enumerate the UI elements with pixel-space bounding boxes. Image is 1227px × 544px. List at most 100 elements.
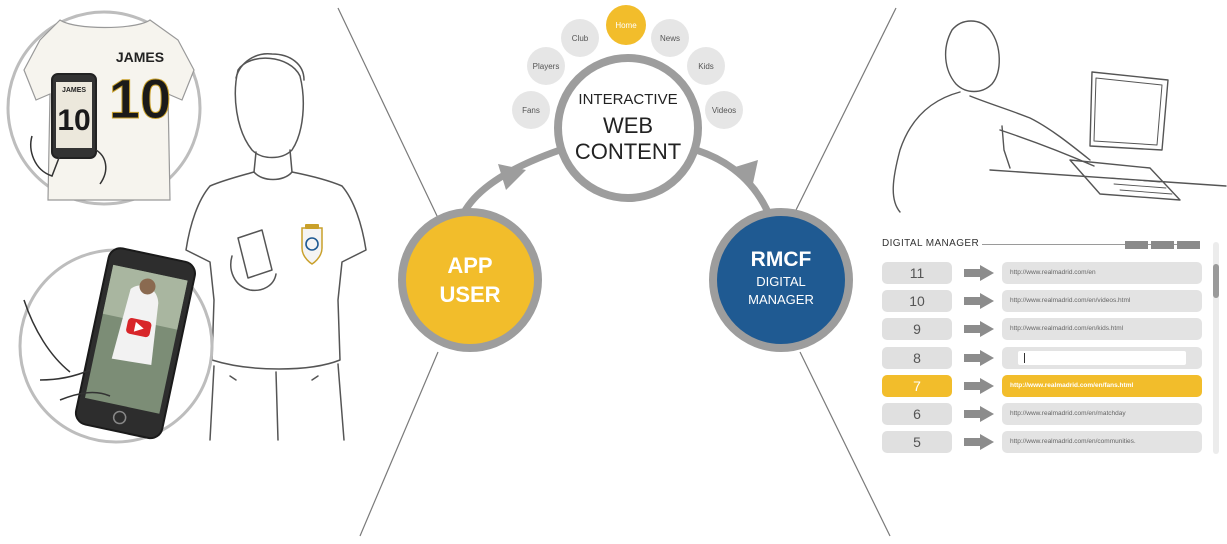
dm-row[interactable]: 10 http://www.realmadrid.com/en/videos.h… xyxy=(882,290,1204,313)
hub-title-line3: CONTENT xyxy=(575,139,681,164)
dm-row[interactable]: 6 http://www.realmadrid.com/en/matchday xyxy=(882,402,1204,425)
fan-hair xyxy=(235,53,305,81)
nav-bubble-label: Videos xyxy=(712,106,736,115)
divider-right-upper xyxy=(795,7,897,211)
nav-bubble-label: Fans xyxy=(522,106,540,115)
jersey-number: 10 xyxy=(109,67,171,130)
fan-head xyxy=(234,57,305,159)
phone-screen xyxy=(56,82,92,148)
nav-bubble-club[interactable]: Club xyxy=(561,19,599,57)
app-user-circle xyxy=(398,208,542,352)
phone-jersey-name: JAMES xyxy=(62,87,86,94)
dm-row-number: 9 xyxy=(882,318,952,341)
window-control-minimize[interactable] xyxy=(1125,241,1148,249)
nav-bubble-kids[interactable]: Kids xyxy=(687,47,725,85)
desk-edge xyxy=(989,169,1227,187)
dm-row-number: 7 xyxy=(882,374,952,397)
dm-scrollbar-thumb[interactable] xyxy=(1213,264,1219,298)
dm-row-url[interactable]: http://www.realmadrid.com/en/kids.html xyxy=(1002,318,1202,341)
forward-arrow-icon xyxy=(964,293,996,310)
rmcf-node: RMCF DIGITAL MANAGER xyxy=(709,208,853,352)
phone-jersey-number: 10 xyxy=(57,104,90,137)
dm-row-number: 10 xyxy=(882,290,952,313)
rmcf-line2: DIGITAL xyxy=(756,274,806,289)
window-control-maximize[interactable] xyxy=(1151,241,1174,249)
text-caret xyxy=(1024,352,1025,363)
dm-row-url[interactable]: http://www.realmadrid.com/en/matchday xyxy=(1002,402,1202,425)
forward-arrow-icon xyxy=(964,265,996,281)
dm-row-url-input-wrapper xyxy=(1002,346,1202,369)
rmcf-line3: MANAGER xyxy=(748,292,814,307)
dm-row-number: 8 xyxy=(882,346,952,369)
dm-url-input[interactable] xyxy=(1018,350,1186,365)
dm-row-number: 6 xyxy=(882,402,952,425)
nav-bubble-label: News xyxy=(660,34,680,43)
dm-row[interactable]: 11 http://www.realmadrid.com/en xyxy=(882,262,1204,284)
dm-row[interactable]: 9 http://www.realmadrid.com/en/kids.html xyxy=(882,318,1204,341)
window-control-close[interactable] xyxy=(1177,241,1200,249)
digital-manager-panel: DIGITAL MANAGER 11 http://www.realmadrid… xyxy=(880,232,1220,462)
dm-row-number: 11 xyxy=(882,262,952,284)
rmcf-line1: RMCF xyxy=(751,248,812,271)
dm-row-url[interactable]: http://www.realmadrid.com/en/fans.html xyxy=(1002,374,1202,397)
app-user-line1: APP xyxy=(447,253,492,278)
manager-head xyxy=(945,20,1000,93)
dm-row-number: 5 xyxy=(882,431,952,454)
nav-bubble-home[interactable]: Home xyxy=(606,5,646,45)
forward-arrow-icon xyxy=(498,164,526,190)
divider-left-upper xyxy=(337,7,439,219)
forward-arrow-icon xyxy=(964,434,996,451)
forward-arrow-icon xyxy=(964,349,996,366)
dm-row-selected[interactable]: 7 http://www.realmadrid.com/en/fans.html xyxy=(882,374,1204,397)
dm-title: DIGITAL MANAGER xyxy=(882,238,980,249)
keyboard xyxy=(1069,159,1181,201)
dm-row-url[interactable]: http://www.realmadrid.com/en xyxy=(1002,262,1202,284)
nav-bubbles: Fans Players Club Home News Kids Videos xyxy=(512,5,743,129)
nav-bubble-videos[interactable]: Videos xyxy=(705,91,743,129)
nav-bubble-fans[interactable]: Fans xyxy=(512,91,550,129)
nav-bubble-players[interactable]: Players xyxy=(527,47,565,85)
web-content-ring xyxy=(554,54,702,202)
hub-title-line1: INTERACTIVE xyxy=(578,91,677,108)
manager-figure-illustration xyxy=(892,20,1227,213)
dm-scrollbar[interactable] xyxy=(1213,242,1219,454)
divider-right-lower xyxy=(799,351,891,537)
app-user-line2: USER xyxy=(439,282,500,307)
dm-row-list: 11 http://www.realmadrid.com/en 10 http:… xyxy=(882,262,1204,459)
shirt-scan-inset: JAMES 10 JAMES 10 xyxy=(6,10,202,206)
forward-arrow-icon xyxy=(732,160,758,188)
dm-row-url[interactable]: http://www.realmadrid.com/en/videos.html xyxy=(1002,290,1202,313)
dm-row[interactable]: 5 http://www.realmadrid.com/en/communiti… xyxy=(882,431,1204,454)
forward-arrow-icon xyxy=(964,377,996,394)
club-crest-icon xyxy=(301,224,323,265)
forward-arrow-icon xyxy=(964,321,996,338)
fan-pockets xyxy=(229,375,319,381)
manager-chest xyxy=(1001,125,1011,169)
manager-back xyxy=(892,91,961,213)
fan-hand xyxy=(230,255,277,292)
fan-tshirt xyxy=(185,171,367,370)
dm-row-editing[interactable]: 8 xyxy=(882,346,1204,369)
section-dividers xyxy=(337,7,897,537)
app-user-node: APP USER xyxy=(398,208,542,352)
fan-neck xyxy=(253,149,293,173)
hub-title-line2: WEB xyxy=(603,113,653,138)
web-content-hub: INTERACTIVE WEB CONTENT xyxy=(554,54,702,202)
nav-bubble-label: Home xyxy=(615,21,637,30)
laptop-icon xyxy=(1089,71,1169,151)
hands-outline xyxy=(30,135,107,185)
jersey-name: JAMES xyxy=(116,49,164,65)
smartphone-icon xyxy=(237,229,273,279)
nav-bubble-label: Kids xyxy=(698,62,714,71)
dm-title-rule xyxy=(982,244,1196,245)
rmcf-circle xyxy=(709,208,853,352)
dm-row-url[interactable]: http://www.realmadrid.com/en/communities… xyxy=(1002,431,1202,454)
divider-left-lower xyxy=(359,351,439,537)
nav-bubble-label: Club xyxy=(572,34,589,43)
video-phone-inset xyxy=(18,247,214,444)
manager-arm xyxy=(969,95,1091,161)
forward-arrow-icon xyxy=(964,405,996,422)
nav-bubble-label: Players xyxy=(533,62,560,71)
nav-bubble-news[interactable]: News xyxy=(651,19,689,57)
